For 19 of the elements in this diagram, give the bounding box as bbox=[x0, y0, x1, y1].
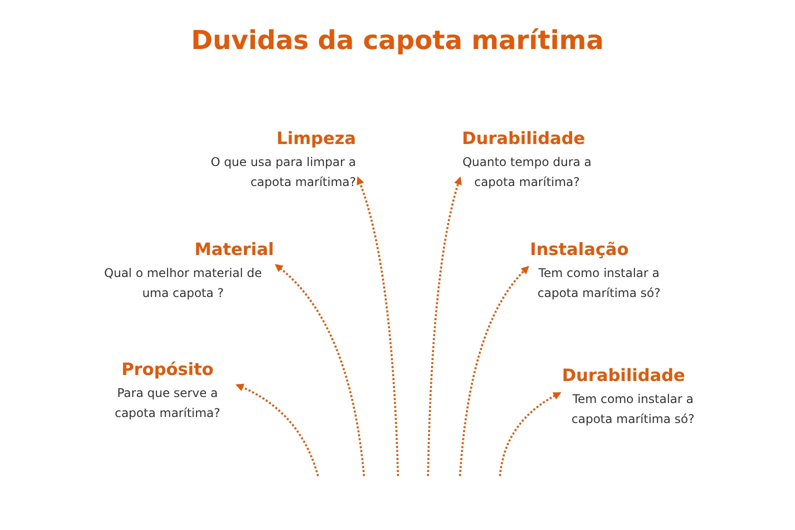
dotted-arrow bbox=[236, 384, 319, 476]
dotted-arrow bbox=[274, 264, 365, 476]
question-text: O que usa para limpar a capota marítima? bbox=[210, 154, 356, 191]
topic-heading: Durabilidade bbox=[562, 365, 686, 387]
topic-heading: Instalação bbox=[530, 239, 630, 261]
question-text: Quanto tempo dura a capota marítima? bbox=[462, 154, 592, 191]
dotted-arrow bbox=[499, 392, 562, 476]
dotted-arrow bbox=[356, 176, 399, 476]
topic-heading: Propósito bbox=[120, 359, 215, 381]
topic-heading: Limpeza bbox=[276, 128, 356, 150]
question-text: Tem como instalar a capota marítima só? bbox=[536, 265, 662, 302]
topic-heading: Durabilidade bbox=[462, 128, 586, 150]
question-text: Tem como instalar a capota marítima só? bbox=[570, 391, 696, 428]
question-text: Para que serve a capota marítima? bbox=[114, 385, 222, 422]
topic-heading: Material bbox=[193, 239, 274, 261]
dotted-arrow bbox=[427, 176, 462, 476]
dotted-arrow bbox=[459, 266, 530, 476]
question-text: Qual o melhor material de uma capota ? bbox=[103, 265, 263, 302]
diagram-title: Duvidas da capota marítima bbox=[190, 26, 605, 56]
